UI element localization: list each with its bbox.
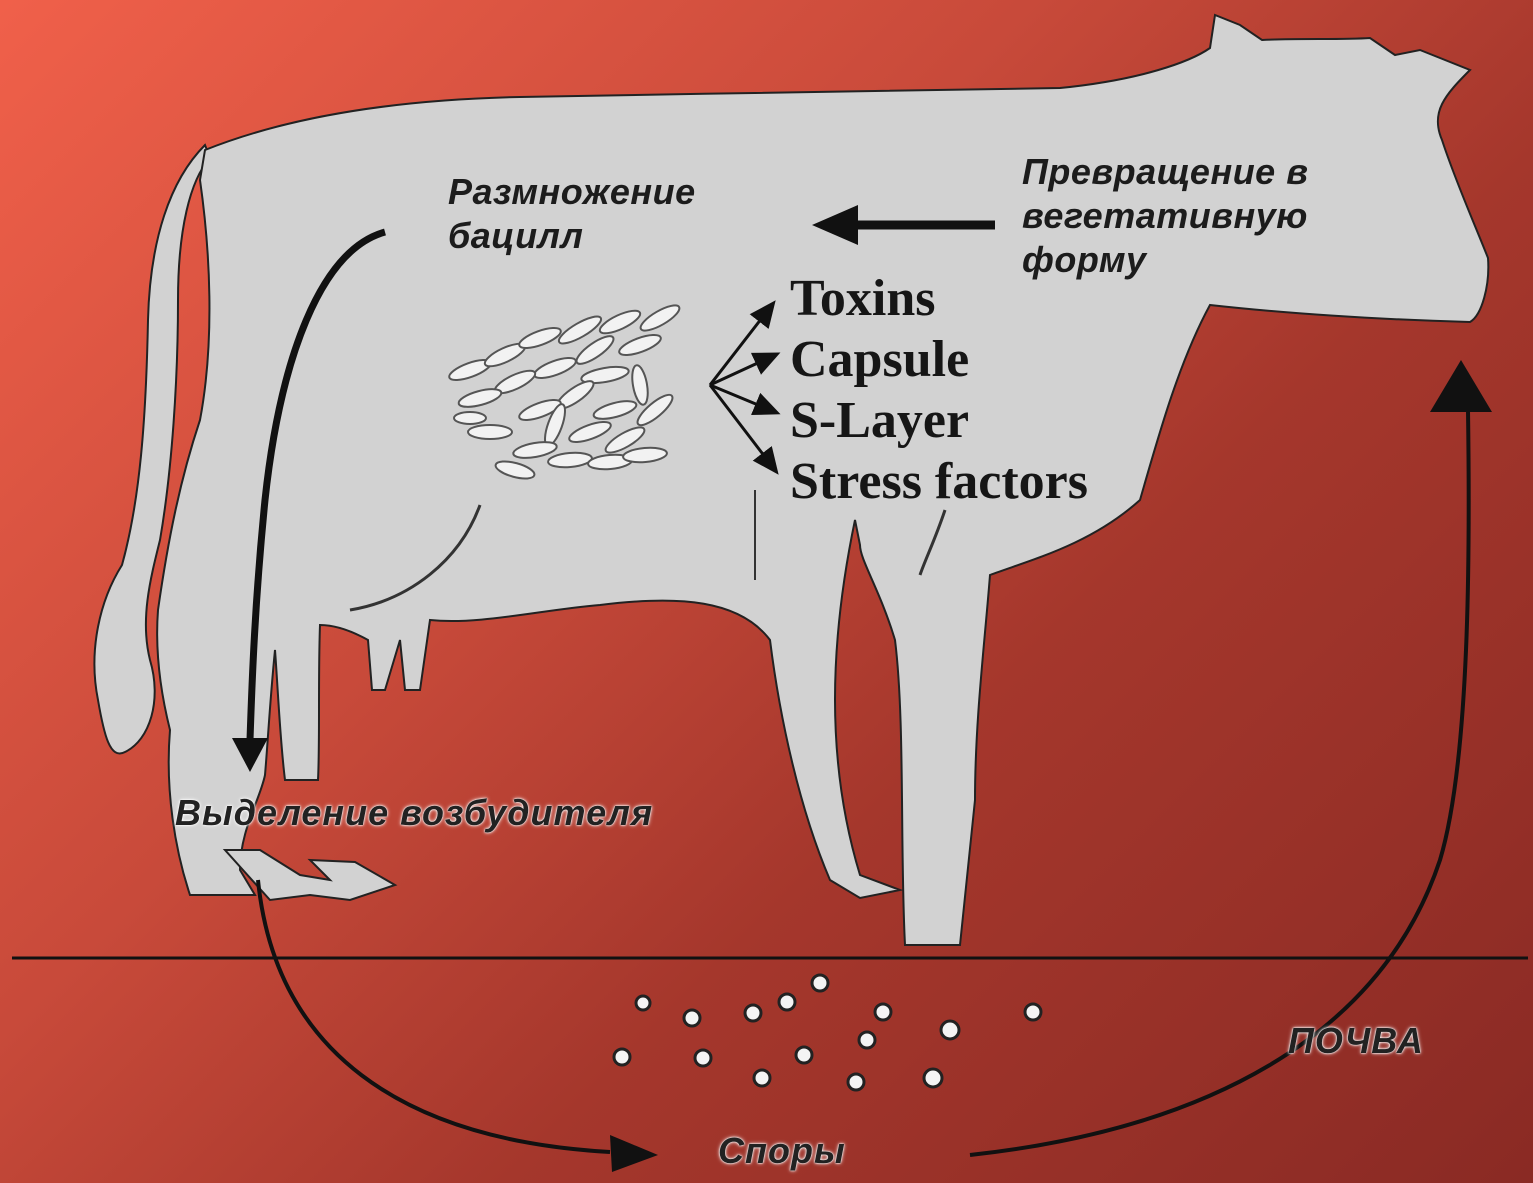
factor-stress: Stress factors [790, 451, 1088, 512]
reproduction-label-line-1: Размножение [448, 170, 696, 214]
spores-label: Споры [718, 1130, 846, 1172]
factor-s-layer: S-Layer [790, 390, 1088, 451]
shedding-label: Выделение возбудителя [175, 792, 653, 834]
to-spores-arrow [258, 880, 658, 1172]
transformation-label-line-1: Превращение в [1022, 150, 1308, 194]
factor-toxins: Toxins [790, 268, 1088, 329]
reproduction-label-line-2: бацилл [448, 214, 696, 258]
reproduction-label: Размножение бацилл [448, 170, 696, 258]
soil-label: ПОЧВА [1288, 1020, 1424, 1062]
transformation-label-line-2: вегетативную [1022, 194, 1308, 238]
spores-cluster [614, 975, 1041, 1090]
virulence-factors-list: Toxins Capsule S-Layer Stress factors [790, 268, 1088, 512]
transformation-label: Превращение в вегетативную форму [1022, 150, 1308, 282]
factor-capsule: Capsule [790, 329, 1088, 390]
